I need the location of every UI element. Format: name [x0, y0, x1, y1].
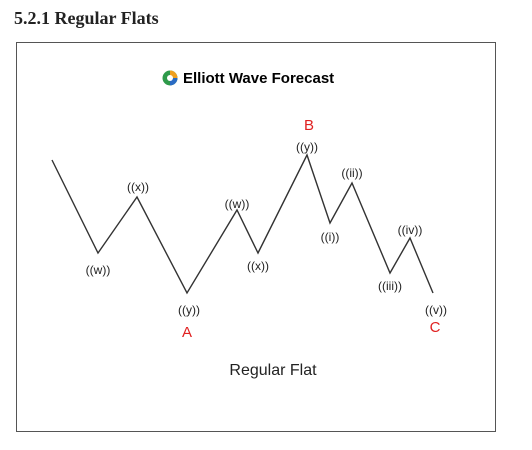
wave-label-w1: ((w)) [86, 263, 111, 277]
diagram-caption: Regular Flat [229, 362, 317, 379]
primary-wave-label-a: A [182, 324, 192, 341]
wave-label-iii: ((iii)) [378, 279, 402, 293]
primary-wave-label-b: B [304, 117, 314, 134]
primary-wave-label-c: C [430, 319, 441, 336]
wave-label-ii: ((ii)) [341, 166, 362, 180]
logo-text: Elliott Wave Forecast [183, 70, 334, 87]
elliott-wave-forecast-logo: Elliott Wave Forecast [162, 70, 334, 87]
wave-label-iv: ((iv)) [398, 223, 423, 237]
diagram-frame [16, 42, 496, 432]
page-heading: 5.2.1 Regular Flats [14, 8, 159, 28]
wave-label-v: ((v)) [425, 303, 447, 317]
wave-label-i: ((i)) [321, 230, 340, 244]
wave-label-y2: ((y)) [296, 140, 318, 154]
wave-label-w2: ((w)) [225, 197, 250, 211]
wave-line [51, 153, 434, 295]
wave-label-x2: ((x)) [247, 259, 269, 273]
wave-label-y1: ((y)) [178, 303, 200, 317]
wave-label-x1: ((x)) [127, 180, 149, 194]
elliott-wave-forecast-logo-icon [162, 70, 178, 86]
